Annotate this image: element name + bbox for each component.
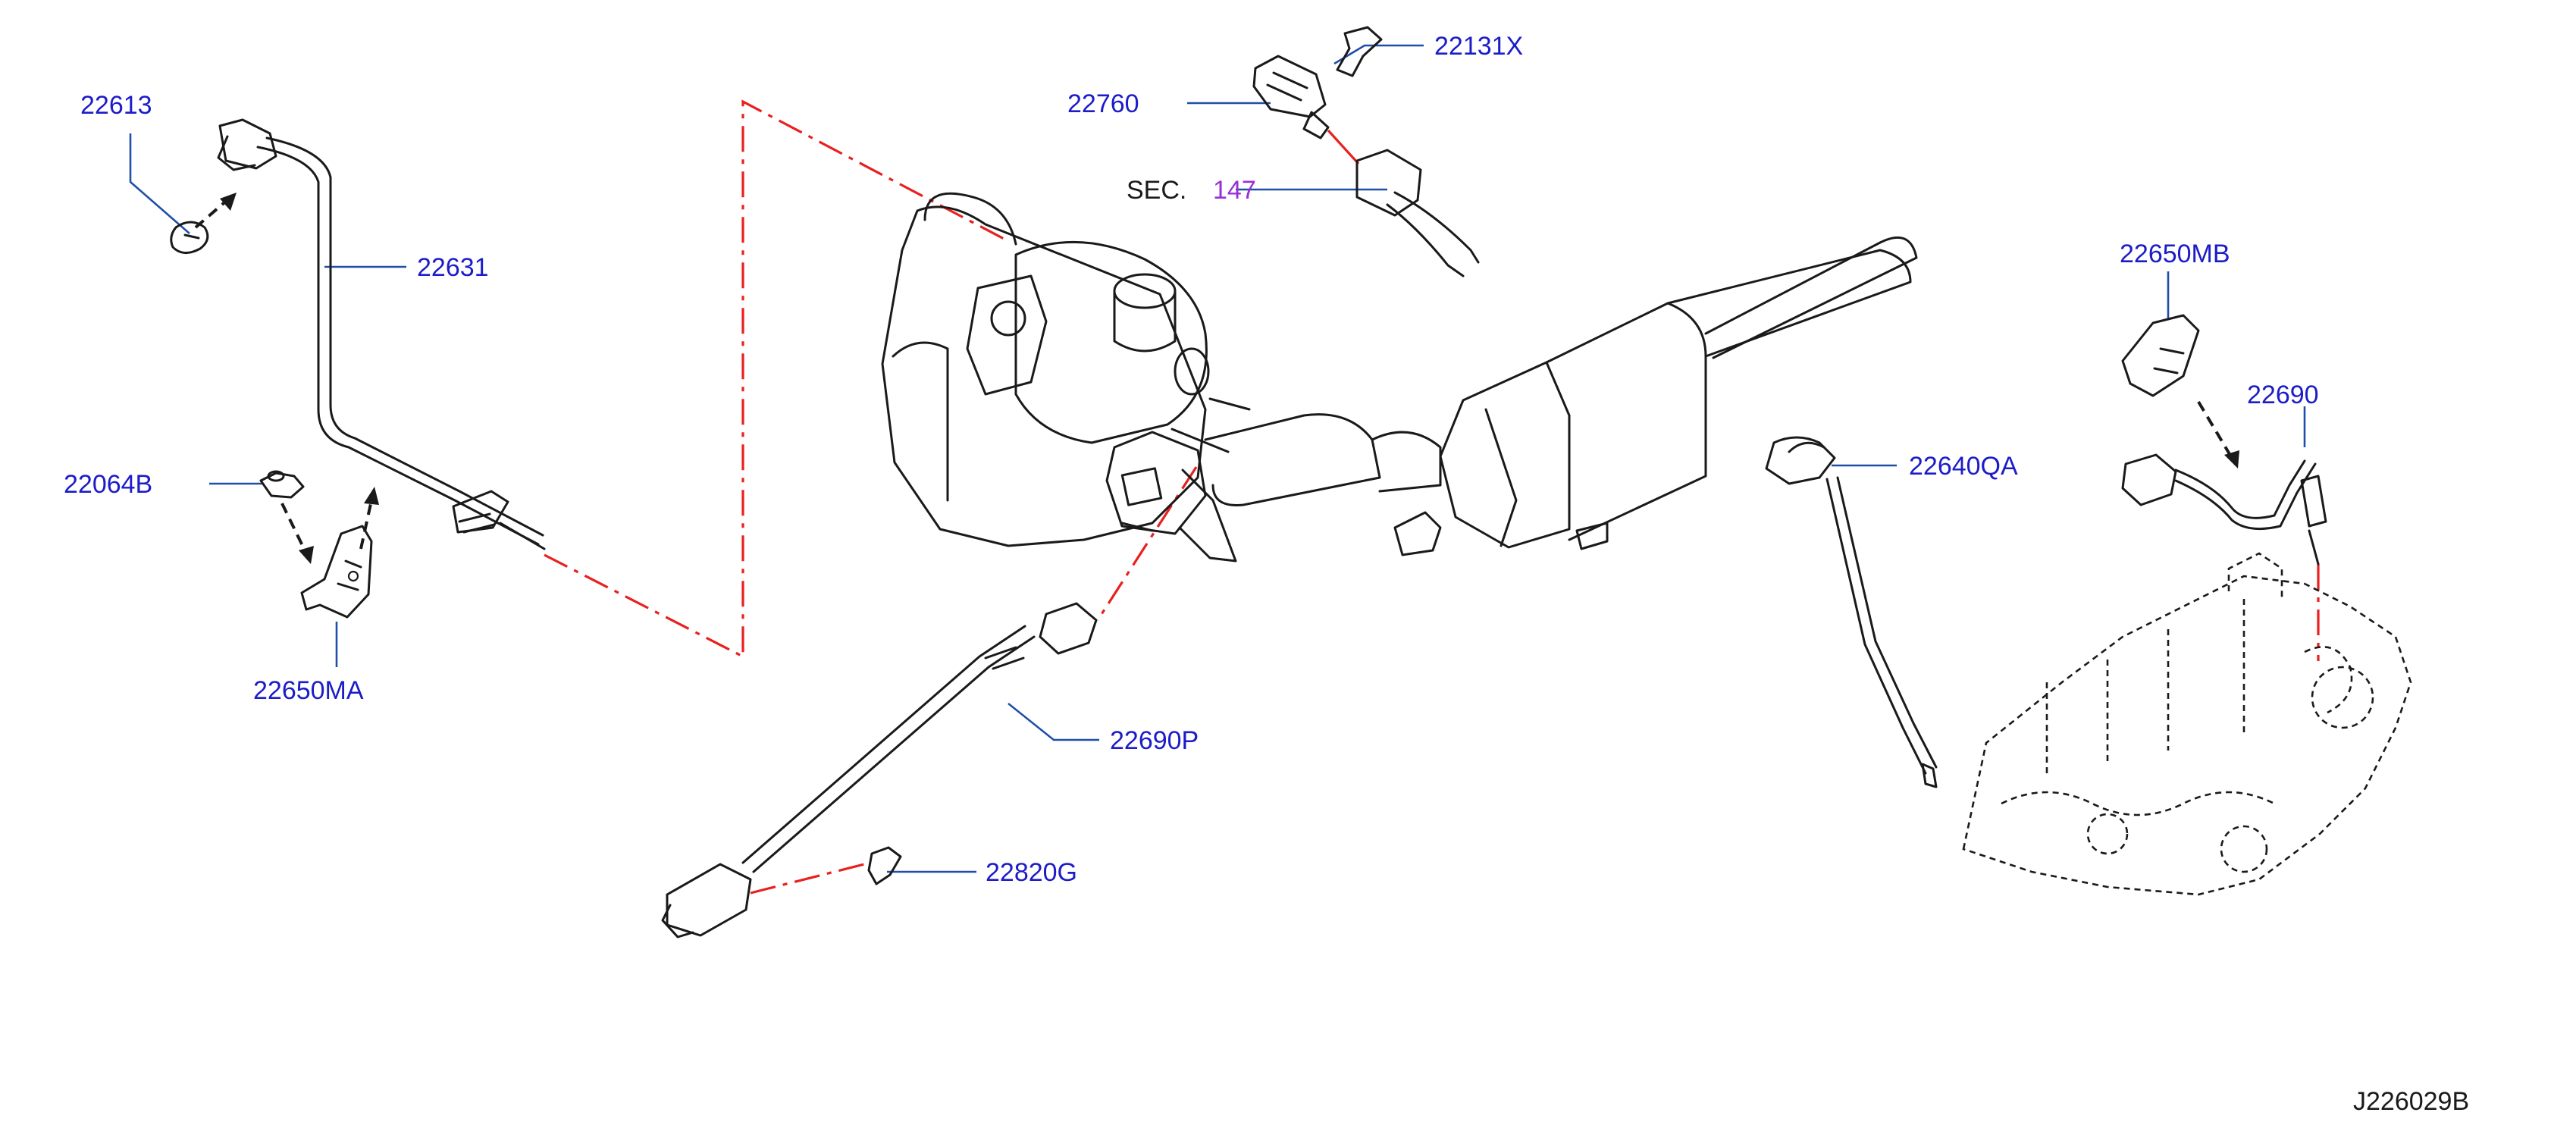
part-label-22650mb: 22650MB	[2120, 240, 2230, 268]
section-ref-number: 147	[1213, 176, 1256, 205]
part-label-22690p: 22690P	[1110, 726, 1199, 755]
section-ref-prefix: SEC.	[1127, 176, 1186, 205]
part-label-22820g: 22820G	[986, 858, 1077, 887]
nut-22064b	[259, 470, 305, 499]
clip-22820g	[867, 846, 902, 885]
part-label-22650ma: 22650MA	[253, 676, 364, 705]
sensor-22760	[1252, 55, 1330, 139]
oxygen-sensor-22690	[2121, 453, 2327, 566]
temp-sensor-22640qa	[1765, 436, 1938, 788]
engine-block-phantom	[1962, 552, 2412, 896]
part-label-22131x: 22131X	[1434, 32, 1523, 61]
part-label-22631: 22631	[417, 253, 489, 282]
bracket-22650ma	[300, 525, 373, 619]
arrow-22650mb-to-sensor	[2197, 400, 2239, 468]
oxygen-sensor-22690p	[661, 602, 1098, 939]
part-label-22064b: 22064B	[64, 470, 152, 499]
clip-22131x	[1336, 26, 1383, 77]
clip-22613	[170, 221, 209, 254]
assembly-chain-lines	[544, 99, 2320, 895]
part-labels: 22613 22631 22064B 22650MA 22760 22131X …	[64, 32, 2469, 1116]
part-label-22613: 22613	[80, 91, 152, 120]
leader-lines	[129, 44, 2306, 873]
turbo-catalyst-assembly	[881, 192, 1918, 562]
exhaust-temp-sensor-22631	[217, 118, 546, 550]
arrow-22613-to-sensor	[194, 193, 237, 229]
part-label-22640qa: 22640QA	[1909, 452, 2018, 481]
bracket-22650mb	[2121, 314, 2200, 397]
part-label-22760: 22760	[1067, 89, 1139, 118]
arrow-22064b-to-bracket	[280, 487, 379, 564]
drawing-id: J226029B	[2353, 1087, 2469, 1116]
part-label-22690: 22690	[2247, 381, 2319, 409]
hose-sec147	[1355, 149, 1480, 277]
